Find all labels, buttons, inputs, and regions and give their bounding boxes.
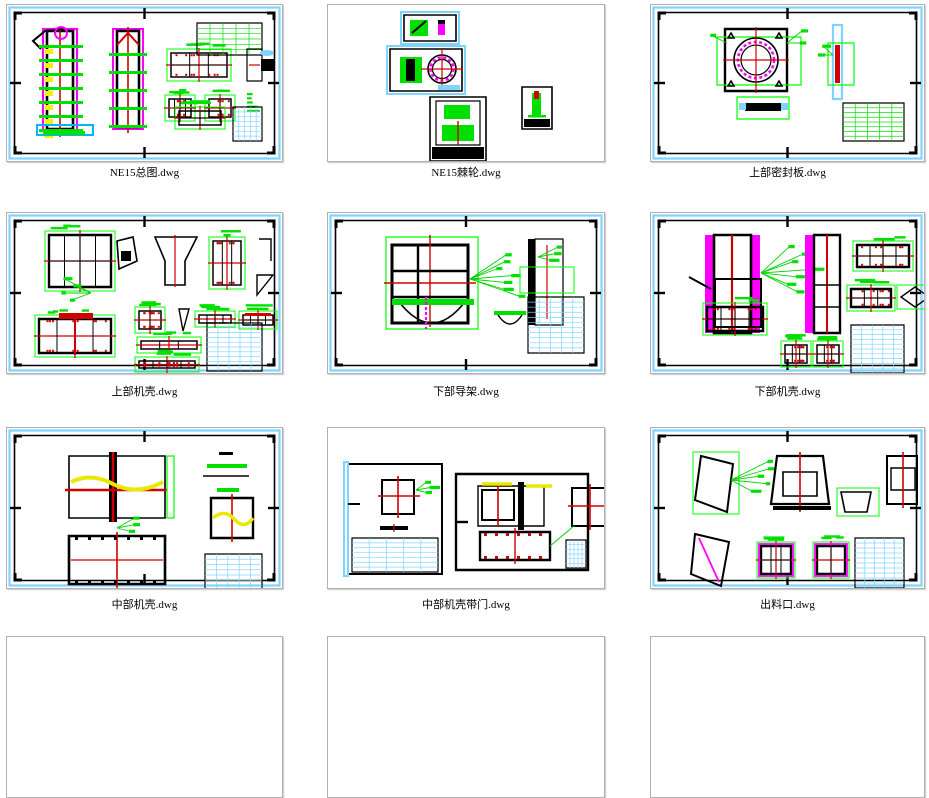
dwg-preview-frame[interactable] [6, 427, 283, 589]
dwg-preview-frame[interactable] [6, 212, 283, 374]
dwg-preview-drawing [328, 213, 604, 373]
file-thumbnail-cell[interactable] [6, 212, 283, 374]
dwg-preview-frame[interactable] [6, 636, 283, 798]
file-name-label[interactable]: 下部导架.dwg [327, 385, 605, 399]
file-thumbnail-cell[interactable] [327, 636, 605, 798]
thumbnail-grid: NE15总图.dwg NE15棘轮.dwg 上部密封板.dwg 上部机壳.dwg 下部导… [0, 0, 929, 647]
dwg-preview-drawing [328, 428, 604, 588]
dwg-preview-frame[interactable] [327, 636, 605, 798]
dwg-preview-frame[interactable] [6, 4, 283, 162]
file-name-label[interactable]: 中部机壳.dwg [6, 598, 283, 612]
file-name-label[interactable]: 上部密封板.dwg [650, 166, 925, 180]
dwg-preview-drawing [328, 5, 604, 161]
dwg-preview-frame[interactable] [650, 212, 925, 374]
dwg-preview-frame[interactable] [327, 4, 605, 162]
file-thumbnail-cell[interactable] [6, 427, 283, 589]
dwg-preview-frame[interactable] [327, 212, 605, 374]
file-thumbnail-cell[interactable] [327, 212, 605, 374]
dwg-preview-drawing [7, 5, 282, 161]
dwg-preview-drawing [7, 213, 282, 373]
dwg-preview-frame[interactable] [650, 4, 925, 162]
file-name-label[interactable]: 上部机壳.dwg [6, 385, 283, 399]
dwg-preview-frame[interactable] [650, 636, 925, 798]
dwg-preview-drawing [651, 213, 924, 373]
dwg-preview-drawing [328, 637, 604, 797]
file-name-label[interactable]: 下部机壳.dwg [650, 385, 925, 399]
file-name-label[interactable]: NE15棘轮.dwg [327, 166, 605, 180]
file-thumbnail-cell[interactable] [650, 4, 925, 162]
file-thumbnail-cell[interactable] [650, 636, 925, 798]
file-name-label[interactable]: 出料口.dwg [650, 598, 925, 612]
file-thumbnail-cell[interactable] [650, 212, 925, 374]
dwg-preview-drawing [651, 428, 924, 588]
dwg-preview-drawing [7, 637, 282, 797]
file-name-label[interactable]: NE15总图.dwg [6, 166, 283, 180]
file-thumbnail-cell[interactable] [327, 427, 605, 589]
file-name-label[interactable]: 中部机壳带门.dwg [327, 598, 605, 612]
file-thumbnail-cell[interactable] [650, 427, 925, 589]
dwg-preview-frame[interactable] [327, 427, 605, 589]
dwg-preview-drawing [651, 637, 924, 797]
file-thumbnail-cell[interactable] [6, 636, 283, 798]
dwg-preview-drawing [7, 428, 282, 588]
dwg-preview-drawing [651, 5, 924, 161]
file-thumbnail-cell[interactable] [327, 4, 605, 162]
dwg-preview-frame[interactable] [650, 427, 925, 589]
file-thumbnail-cell[interactable] [6, 4, 283, 162]
